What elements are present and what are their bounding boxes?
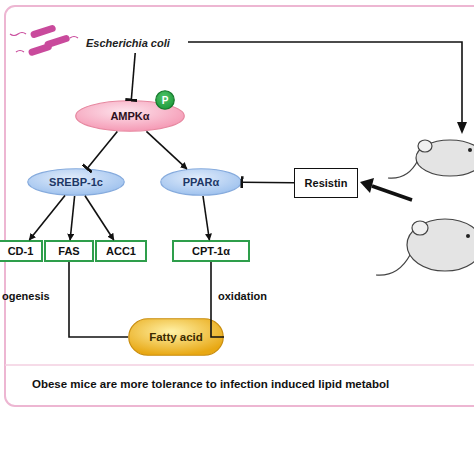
secretion-arrow [372, 186, 412, 200]
gene-box: CPT-1α [172, 240, 250, 262]
kinase-ellipse: AMPKαP [75, 100, 185, 132]
infection-line [188, 42, 462, 124]
organism-label: Escherichia coli [86, 33, 186, 53]
node-text: CPT-1α [192, 245, 230, 257]
pathway-line [69, 262, 128, 337]
secretion-arrowhead [360, 178, 374, 193]
factor-ellipse: PPARα [160, 168, 242, 196]
hormone-box: Resistin [294, 168, 358, 198]
ecoli-icon [10, 24, 78, 56]
activation-arrow [203, 196, 209, 240]
fatty-acid-capsule: Fatty acid [128, 318, 224, 356]
inhibition-line [87, 132, 117, 169]
node-text: ACC1 [106, 245, 136, 257]
edge-label: oxidation [218, 290, 267, 302]
node-text: P [162, 95, 169, 106]
node-text: Resistin [305, 177, 348, 189]
inhibition-line [242, 182, 294, 184]
activation-arrow [146, 131, 187, 169]
activation-arrow [70, 196, 75, 240]
phospho-circle: P [155, 90, 175, 110]
gene-box: ACC1 [95, 240, 147, 262]
figure-caption: Obese mice are more tolerance to infecti… [32, 378, 389, 390]
activation-arrow [85, 196, 114, 240]
activation-arrow [29, 196, 65, 240]
node-text: CD-1 [8, 245, 34, 257]
node-text: SREBP-1c [49, 176, 103, 188]
node-text: Escherichia coli [86, 37, 170, 49]
inhibition-line [131, 53, 135, 100]
gene-box: CD-1 [0, 240, 43, 262]
mouse-illustration [376, 140, 474, 275]
gene-box: FAS [44, 240, 94, 262]
node-text: Fatty acid [149, 331, 203, 344]
frame-border [5, 6, 474, 406]
node-text: FAS [58, 245, 79, 257]
factor-ellipse: SREBP-1c [27, 168, 125, 196]
node-text: AMPKα [110, 110, 149, 122]
infection-arrowhead [457, 122, 467, 134]
node-text: PPARα [183, 176, 220, 188]
caption-rule [5, 364, 474, 366]
edge-label: ogenesis [2, 290, 50, 302]
